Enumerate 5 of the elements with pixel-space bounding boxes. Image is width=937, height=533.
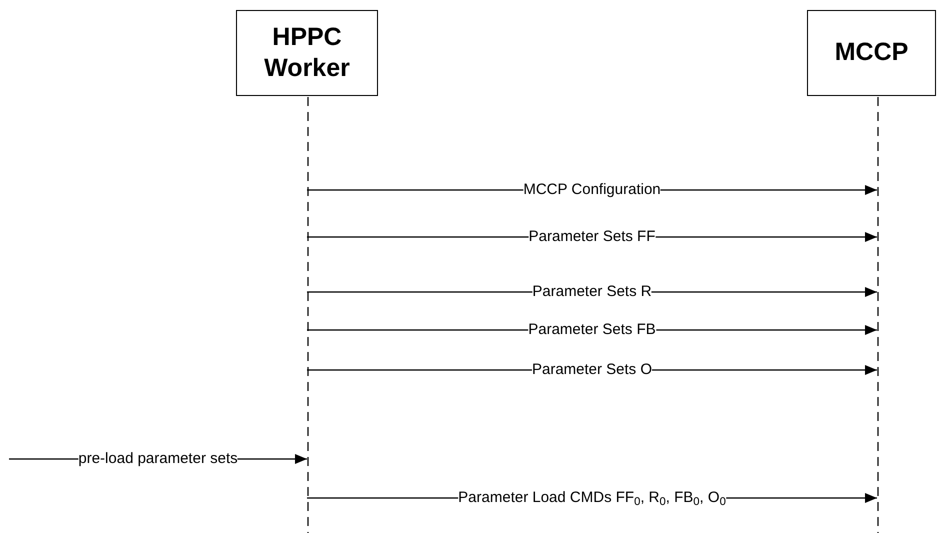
participant-name: HPPC Worker (263, 22, 351, 84)
participant-name: MCCP (834, 37, 910, 68)
edge-label: Parameter Load CMDs FF$_{0}$, R$_{0}$, FB$_{0}$, O$_{0}$ (458, 489, 726, 507)
edge-label: MCCP Configuration (523, 181, 661, 199)
edge-label: pre-load parameter sets (78, 450, 238, 468)
